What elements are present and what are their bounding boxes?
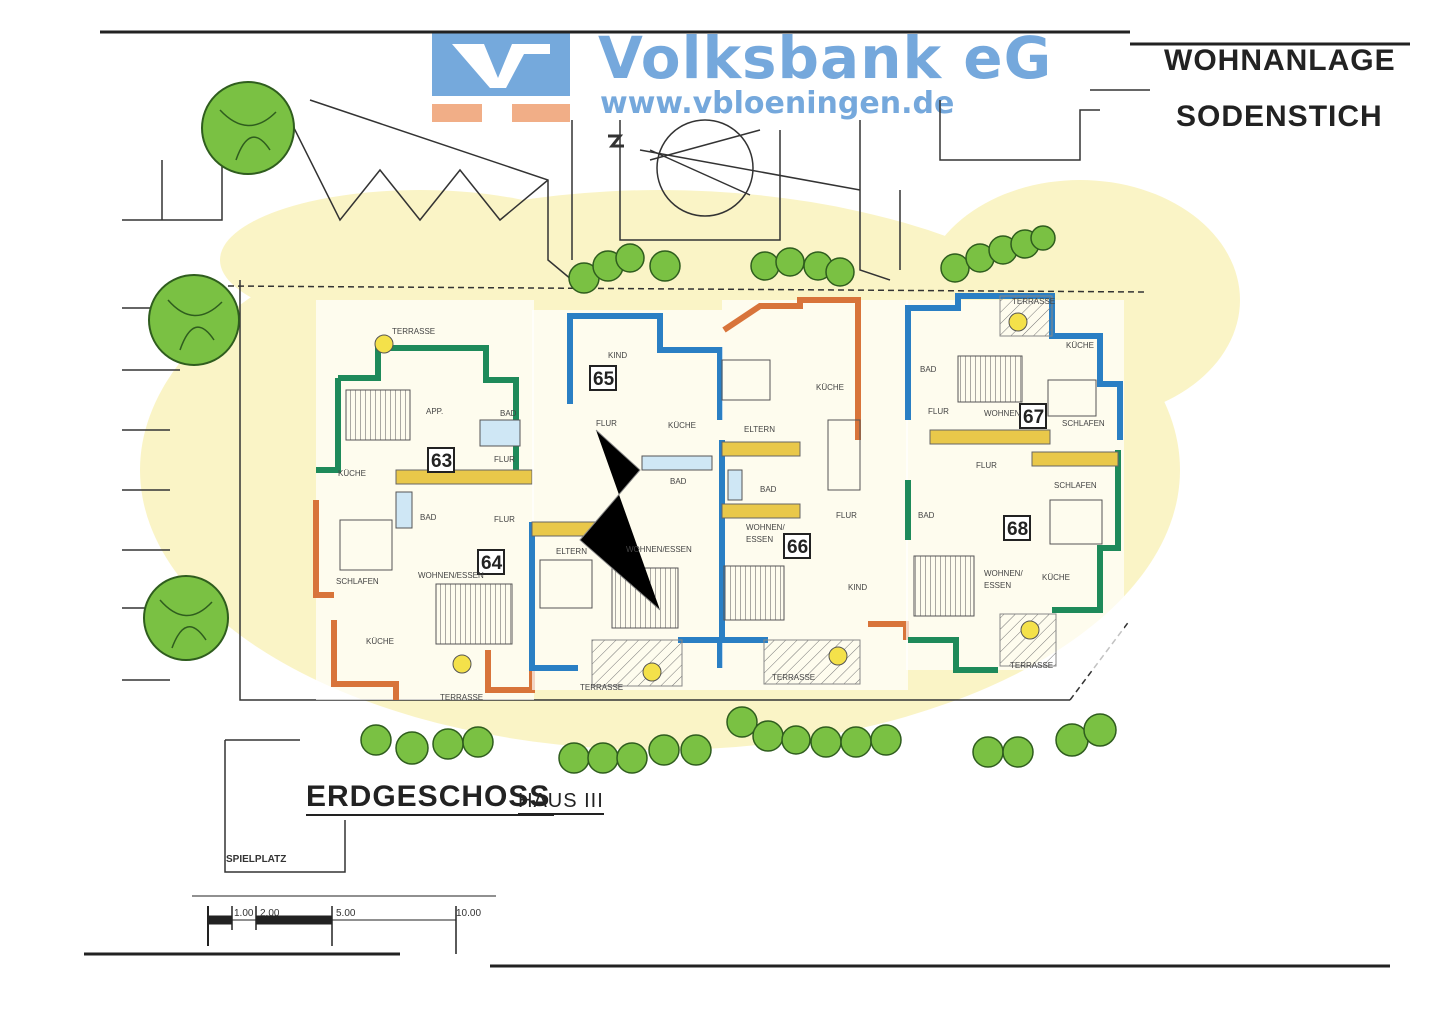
shrubs: [360, 225, 1117, 774]
room-label: ESSEN: [746, 535, 773, 544]
room-label: BAD: [760, 485, 777, 494]
room-label: KÜCHE: [366, 637, 394, 646]
room-label: SCHLAFEN: [1062, 419, 1105, 428]
room-label: KÜCHE: [668, 421, 696, 430]
room-label: FLUR: [494, 455, 515, 464]
room-label: FLUR: [836, 511, 857, 520]
room-label: BAD: [500, 409, 517, 418]
room-label: TERRASSE: [392, 327, 435, 336]
unit-63-number: 63: [431, 451, 452, 472]
unit-65-number: 65: [593, 369, 615, 390]
unit-number-boxes: [427, 365, 1047, 575]
scale-tick-label: 2.00: [260, 908, 280, 919]
room-label: FLUR: [928, 407, 949, 416]
scale-tick-label: 1.00: [234, 908, 254, 919]
volksbank-logo-icon: [432, 32, 570, 122]
room-label: TERRASSE: [440, 693, 483, 702]
playground-label: SPIELPLATZ: [226, 854, 286, 865]
room-label: WOHNEN: [984, 409, 1021, 418]
room-labels: TERRASSE APP. BAD FLUR KÜCHE BAD FLUR SC…: [336, 297, 1105, 702]
room-label: WOHNEN/ESSEN: [418, 571, 484, 580]
room-label: TERRASSE: [580, 683, 623, 692]
room-label: KIND: [848, 583, 867, 592]
room-label: KÜCHE: [338, 469, 366, 478]
unit-68-number: 68: [1007, 519, 1028, 540]
scale-bar: [192, 895, 496, 954]
room-label: FLUR: [494, 515, 515, 524]
north-arrow-icon: [608, 119, 861, 217]
room-label: BAD: [920, 365, 937, 374]
watermark-url: www.vbloeningen.de: [600, 86, 955, 121]
room-label: TERRASSE: [1012, 297, 1055, 306]
watermark-bank-name: Volksbank eG: [598, 24, 1053, 92]
room-label: WOHNEN/: [984, 569, 1023, 578]
room-label: KÜCHE: [816, 383, 844, 392]
room-label: FLUR: [976, 461, 997, 470]
project-title-line2: SODENSTICH: [1176, 100, 1383, 133]
frame-lines: [84, 30, 1410, 968]
floor-title: ERDGESCHOSS: [306, 780, 555, 816]
unit-66-number: 66: [787, 537, 808, 558]
room-label: APP.: [426, 407, 443, 416]
room-label: SCHLAFEN: [336, 577, 379, 586]
room-label: FLUR: [596, 419, 617, 428]
room-label: KÜCHE: [1066, 341, 1094, 350]
scale-tick-label: 5.00: [336, 908, 356, 919]
room-label: SCHLAFEN: [1054, 481, 1097, 490]
room-label: ELTERN: [744, 425, 775, 434]
unit-64-number: 64: [481, 553, 503, 574]
building-haus-iii: [313, 293, 1124, 700]
room-label: WOHNEN/: [746, 523, 785, 532]
room-label: KIND: [608, 351, 627, 360]
room-label: ESSEN: [984, 581, 1011, 590]
scale-tick-label: 10.00: [456, 908, 481, 919]
terrace-umbrella-icons: [374, 312, 1040, 682]
room-label: TERRASSE: [1010, 661, 1053, 670]
room-label: TERRASSE: [772, 673, 815, 682]
room-label: BAD: [420, 513, 437, 522]
room-label: ELTERN: [556, 547, 587, 556]
project-title-line1: WOHNANLAGE: [1164, 44, 1396, 77]
room-label: WOHNEN/ESSEN: [626, 545, 692, 554]
floor-subtitle: HAUS III: [518, 790, 604, 815]
room-label: KÜCHE: [1042, 573, 1070, 582]
room-label: BAD: [670, 477, 687, 486]
room-label: BAD: [918, 511, 935, 520]
trees-large: [143, 81, 295, 661]
unit-67-number: 67: [1023, 407, 1044, 428]
